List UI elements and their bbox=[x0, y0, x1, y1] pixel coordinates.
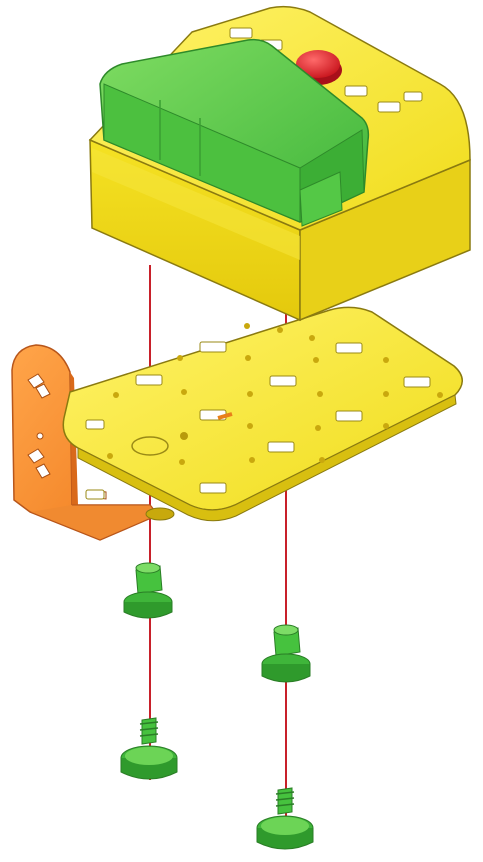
base-plate bbox=[63, 307, 462, 520]
thumb-screw-left bbox=[121, 718, 177, 779]
spacer-connector-left bbox=[124, 563, 172, 618]
thumb-screw-right bbox=[257, 788, 313, 849]
plate-underside-boss bbox=[146, 508, 174, 520]
spacer-connector-right bbox=[262, 625, 310, 682]
